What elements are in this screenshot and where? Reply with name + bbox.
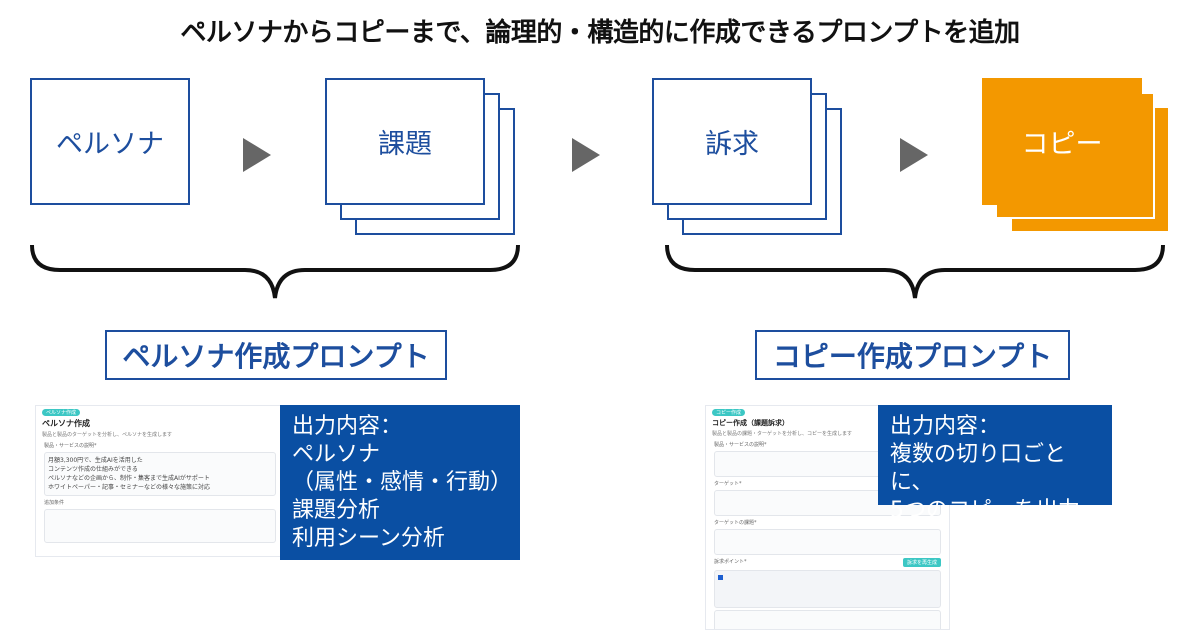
page-title: ペルソナからコピーまで、論理的・構造的に作成できるプロンプトを追加 xyxy=(180,18,1020,48)
text-line: 月額3,300円で、生成AIを活用した xyxy=(48,457,143,464)
field-label: ターゲット* xyxy=(714,481,742,487)
flow-card-copy: コピー xyxy=(982,78,1142,205)
field-label: 製品・サービスの説明* xyxy=(714,442,767,448)
appeal-options[interactable] xyxy=(714,570,941,608)
flow-card-appeal: 訴求 xyxy=(652,78,812,205)
output-line: 課題分析 xyxy=(292,498,381,523)
flow-card-issue: 課題 xyxy=(325,78,485,205)
screenshot-subtitle: 製品と製品の課題・ターゲットを分析し、コピーを生成します xyxy=(712,431,853,437)
text-line: ペルソナなどの企画から、制作・集客まで生成AIがサポート xyxy=(48,475,210,482)
output-line: 出力内容： xyxy=(890,414,1001,439)
arrow-icon xyxy=(900,138,928,172)
appeal-text-input[interactable] xyxy=(714,610,941,629)
flow-card-persona: ペルソナ xyxy=(30,78,190,205)
field-label: ターゲットの課題* xyxy=(714,520,757,526)
output-line: 出力内容： xyxy=(292,414,403,439)
text-line: コンテンツ作成の仕組みができる xyxy=(48,466,138,473)
field-label: 製品・サービスの説明* xyxy=(44,443,97,449)
screenshot-heading: コピー作成（課題訴求） xyxy=(712,419,789,427)
brace-left xyxy=(30,244,520,299)
output-line: 複数の切り口ごとに、 xyxy=(890,442,1067,495)
brace-icons xyxy=(30,244,1165,299)
copy-output-box: 出力内容： 複数の切り口ごとに、 5つのコピーを出力 xyxy=(878,405,1112,523)
output-line: 利用シーン分析 xyxy=(292,526,445,551)
target-issue-input[interactable] xyxy=(714,529,941,555)
text-line: ホワイトペーパー・記事・セミナーなどの様々な施策に対応 xyxy=(48,484,210,491)
screenshot-subtitle: 製品と製品のターゲットを分析し、ペルソナを生成します xyxy=(42,432,173,438)
screenshot-heading: ペルソナ作成 xyxy=(42,419,90,428)
appeal-row: 訴求ポイント* 訴求を再生成 xyxy=(714,558,941,567)
product-description-input[interactable]: 月額3,300円で、生成AIを活用した コンテンツ作成の仕組みができる ペルソナ… xyxy=(44,452,276,496)
arrow-icon xyxy=(572,138,600,172)
output-line: ペルソナ xyxy=(292,442,381,467)
persona-prompt-screenshot: ペルソナ作成 ペルソナ作成 製品と製品のターゲットを分析し、ペルソナを生成します… xyxy=(35,405,285,557)
arrow-icon xyxy=(243,138,271,172)
persona-prompt-label: ペルソナ作成プロンプト xyxy=(105,330,447,380)
field-label: 訴求ポイント* xyxy=(714,559,747,565)
additional-conditions-input[interactable] xyxy=(44,509,276,543)
regenerate-button[interactable]: 訴求を再生成 xyxy=(902,558,941,567)
output-line: 5つのコピーを出力 xyxy=(890,498,1080,523)
category-tag: コピー作成 xyxy=(712,409,746,416)
persona-output-box: 出力内容： ペルソナ （属性・感情・行動） 課題分析 利用シーン分析 xyxy=(280,405,520,560)
output-line: （属性・感情・行動） xyxy=(292,470,513,495)
brace-right xyxy=(665,244,1165,299)
copy-prompt-label: コピー作成プロンプト xyxy=(755,330,1070,380)
category-tag: ペルソナ作成 xyxy=(42,409,81,416)
field-label: 追加条件 xyxy=(44,500,65,506)
radio-selected-icon[interactable] xyxy=(718,575,723,580)
